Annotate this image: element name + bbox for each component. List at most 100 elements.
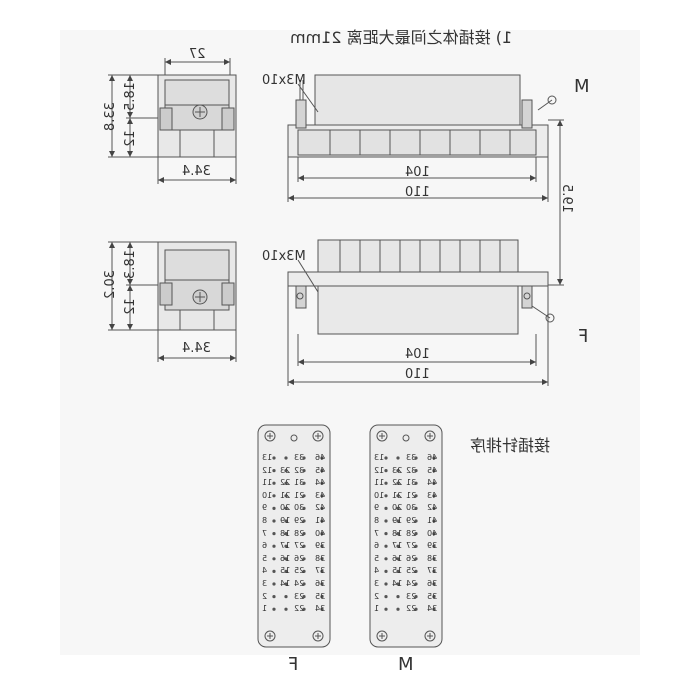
pin-number: 37 [427, 566, 438, 576]
pin-plate-male [369, 424, 443, 648]
pin-number: 15 [280, 566, 291, 576]
pin-dot [432, 582, 436, 586]
pin-number: 3 [262, 579, 268, 588]
pin-dot [414, 532, 418, 536]
top-main-view [287, 74, 557, 202]
pin-dot [432, 532, 436, 536]
pin-number: 28 [294, 528, 305, 538]
pin-dot [432, 469, 436, 473]
pin-dot [432, 519, 436, 523]
pin-dot [302, 544, 306, 548]
pin-number: 23 [294, 591, 305, 601]
pin-number: 39 [427, 541, 438, 551]
pin-dot [272, 582, 276, 586]
pin-number: 31 [294, 478, 305, 488]
top-inner-dim-label: 104 [405, 165, 430, 180]
pin-number: 4 [374, 566, 380, 576]
pin-dot [272, 569, 276, 574]
pin-dot [284, 582, 288, 586]
pin-number: 40 [315, 528, 326, 538]
pin-number: 45 [315, 465, 326, 475]
pin-dot [396, 532, 400, 536]
pin-dot [384, 569, 388, 574]
pin-dot [396, 557, 400, 561]
pin-dot [432, 506, 436, 510]
pin-dot [302, 456, 306, 460]
pin-number: 9 [374, 503, 380, 513]
pin-dot [302, 519, 306, 523]
pin-dot [396, 607, 400, 611]
pin-number: 24 [294, 579, 305, 588]
pin-number: 41 [315, 516, 326, 525]
pin-number: 21 [392, 490, 403, 500]
pin-number: 46 [427, 453, 438, 462]
top-screw-label: M3x10 [262, 73, 306, 88]
pin-dot [414, 544, 418, 548]
pin-dot [432, 557, 436, 561]
top-side-view [108, 58, 237, 184]
female-plate-label: F [288, 654, 299, 675]
header-note: 1) 接插体之间最大距离 21mm [290, 28, 513, 47]
pin-number: 25 [294, 566, 305, 576]
pin-dot [284, 494, 288, 498]
pin-dot [396, 582, 400, 586]
pin-number: 7 [374, 528, 380, 538]
pin-number: 12 [262, 465, 273, 475]
pin-number: 21 [280, 490, 291, 500]
pin-number: 33 [294, 453, 305, 462]
pin-dot [302, 607, 306, 611]
pin-dot [284, 519, 288, 523]
pin-dot [396, 519, 400, 523]
pin-dot [320, 532, 324, 536]
pin-dot [396, 569, 400, 574]
top-outer-dim-label: 110 [405, 185, 430, 200]
pin-dot [272, 469, 276, 473]
male-plate-label: M [398, 654, 414, 675]
gap-dimension [548, 119, 564, 286]
pin-dot [284, 595, 288, 599]
pin-number: 38 [315, 553, 326, 563]
pin-dot [302, 506, 306, 510]
pin-number: 22 [392, 478, 403, 488]
pin-dot [384, 456, 388, 460]
pin-number: 31 [406, 478, 417, 488]
pin-dot [384, 506, 388, 510]
pin-dot [396, 544, 400, 548]
pin-dot [284, 532, 288, 536]
pin-number: 34 [315, 604, 326, 614]
pin-number: 29 [406, 516, 417, 525]
pin-dot [432, 494, 436, 498]
pin-number: 13 [262, 453, 273, 462]
pin-dot [320, 481, 324, 485]
pin-number: 43 [315, 490, 326, 500]
pin-number: 25 [406, 566, 417, 576]
pin-number: 46 [315, 453, 326, 462]
pin-number: 9 [262, 503, 268, 513]
pin-number: 37 [315, 566, 326, 576]
pin-number: 30 [406, 503, 417, 513]
pin-number: 16 [280, 553, 291, 563]
top-height-total-label: 33.8 [102, 102, 118, 131]
pin-number: 18 [280, 528, 291, 538]
bottom-side-view [108, 241, 237, 362]
pin-dot [272, 544, 276, 548]
pin-dot [414, 506, 418, 510]
pin-dot [384, 595, 388, 599]
pin-dot [272, 506, 276, 510]
pin-section-title: 接插针排序 [470, 436, 551, 455]
pin-dot [414, 469, 418, 473]
pin-dot [414, 481, 418, 485]
pin-number: 22 [406, 604, 417, 614]
pin-number: 20 [280, 503, 291, 513]
pin-dot [414, 595, 418, 599]
pin-number: 3 [374, 579, 380, 588]
pin-dot [284, 481, 288, 485]
pin-number: 32 [406, 465, 417, 475]
pin-dot [384, 469, 388, 473]
bottom-base-label: 34.4 [182, 341, 211, 356]
pin-number: 38 [427, 553, 438, 563]
pin-dot [302, 582, 306, 586]
pin-dot [302, 595, 306, 599]
bottom-main-view [287, 239, 555, 386]
pin-dot [272, 519, 276, 523]
